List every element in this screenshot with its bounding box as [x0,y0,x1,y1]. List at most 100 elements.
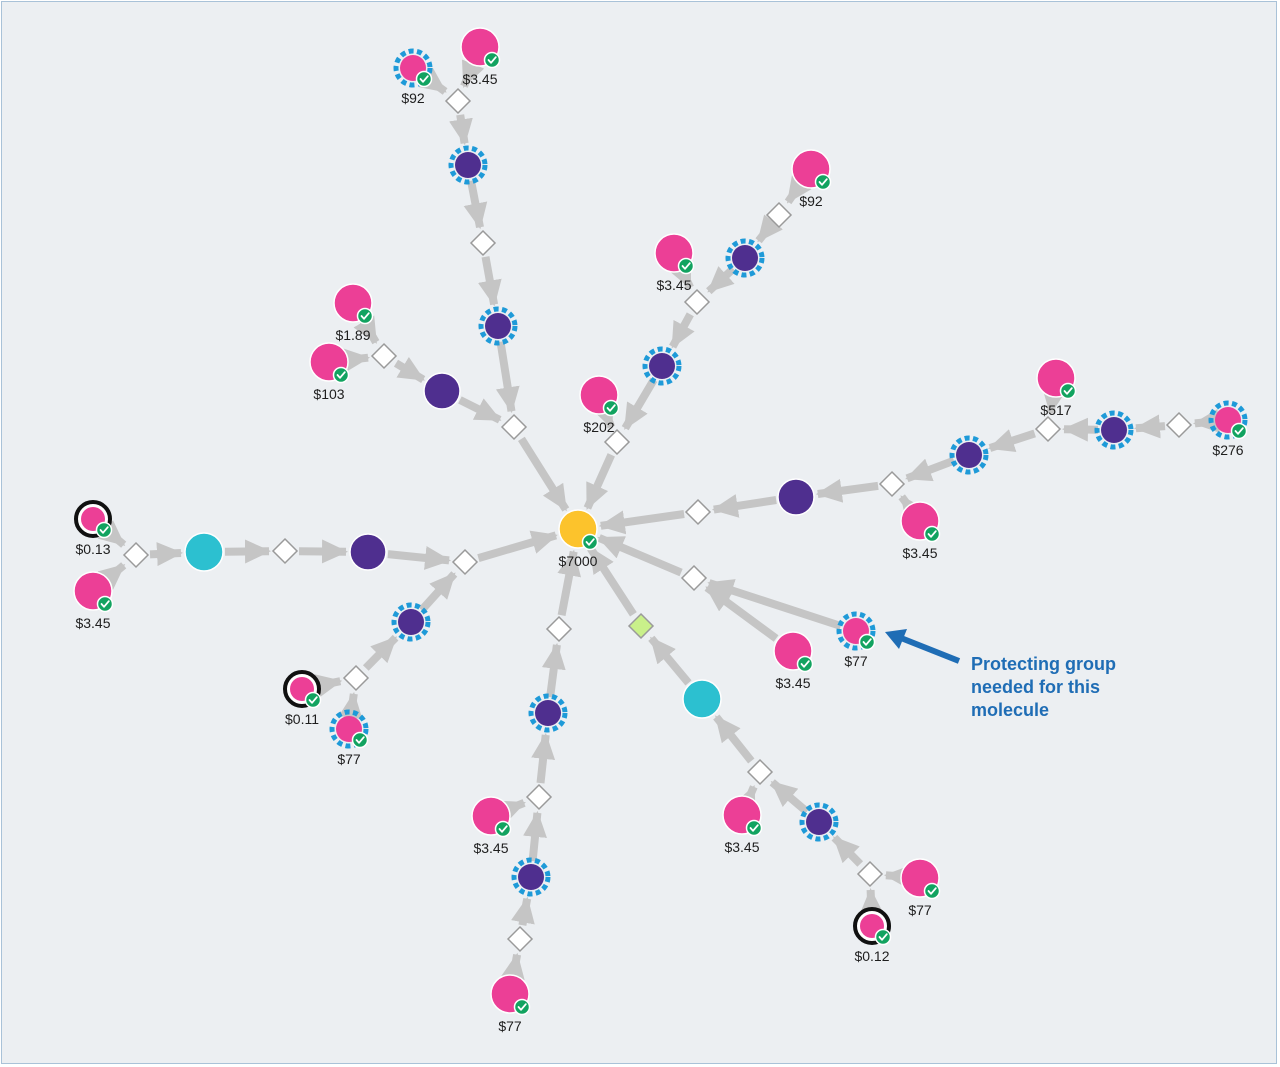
reaction-node[interactable] [684,498,712,526]
reaction-edge [859,888,884,915]
reaction-edge [353,315,380,345]
reaction-edge [501,952,525,981]
purchasable-molecule-node[interactable] [283,670,322,709]
purchasable-molecule-node[interactable] [490,974,531,1016]
reaction-node[interactable] [370,342,398,370]
reaction-node[interactable] [765,201,793,229]
reaction-node[interactable] [444,87,472,115]
reaction-node[interactable] [603,428,631,456]
intermediate-node[interactable] [391,602,431,642]
reaction-edge [898,494,926,524]
intermediate-node[interactable] [1094,410,1134,450]
protecting-group-ring [511,857,551,897]
check-circle-icon [874,928,892,946]
purchasable-molecule-node[interactable] [73,571,114,613]
price-label: $92 [799,193,823,209]
callout-line-3: molecule [971,700,1049,720]
intermediate-node[interactable] [949,435,989,475]
purchasable-molecule-node[interactable] [309,342,350,384]
check-circle-icon [494,820,512,838]
purchasable-molecule-node[interactable] [329,709,369,749]
purchasable-molecule-node[interactable] [791,149,832,191]
check-circle-icon [483,51,501,69]
purchasable-molecule-node[interactable] [74,500,113,539]
intermediate-node[interactable] [511,857,551,897]
purchasable-molecule-node[interactable] [1036,358,1077,400]
price-label: $92 [401,90,425,106]
purchasable-molecule-node[interactable] [471,796,512,838]
purchasable-molecule-node[interactable] [1208,400,1248,440]
reaction-edge [518,436,570,512]
intermediate-node[interactable] [777,478,815,516]
purchasable-molecule-node[interactable] [853,907,892,946]
protecting-group-ring [949,435,989,475]
reaction-node[interactable] [746,758,774,786]
price-label: $77 [498,1018,522,1034]
reaction-edge [541,642,566,698]
reaction-edge [1062,417,1099,442]
purchasable-molecule-node[interactable] [900,501,941,543]
purchasable-molecule-node[interactable] [393,48,433,88]
reaction-node[interactable] [342,664,370,692]
reaction-node[interactable] [122,541,150,569]
reaction-node[interactable] [500,413,528,441]
intermediate-node[interactable] [799,802,839,842]
intermediate-node[interactable] [642,346,682,386]
check-circle-icon [796,655,814,673]
price-label: $0.12 [854,948,889,964]
reaction-node[interactable] [683,288,711,316]
reaction-node[interactable] [878,470,906,498]
price-label: $517 [1040,402,1071,418]
reaction-edge [362,634,399,671]
price-label: $0.13 [75,541,110,557]
protecting-group-ring [478,306,518,346]
reaction-node[interactable] [451,548,479,576]
purchasable-molecule-node[interactable] [773,631,814,673]
callout-annotation: Protecting group needed for this molecul… [885,629,1116,720]
callout-line-1: Protecting group [971,654,1116,674]
price-label: $3.45 [724,839,759,855]
reaction-edge [711,494,777,518]
check-circle-icon [96,595,114,613]
reaction-edge [587,546,637,617]
key-intermediate-node[interactable] [682,679,722,719]
intermediate-node[interactable] [478,306,518,346]
price-label: $1.89 [335,327,370,343]
purchasable-molecule-node[interactable] [900,858,941,900]
protecting-group-ring [799,802,839,842]
reaction-node[interactable] [856,860,884,888]
purchasable-molecule-node[interactable] [579,375,620,417]
check-circle-icon [356,307,374,325]
intermediate-node[interactable] [528,693,568,733]
reaction-node[interactable] [506,925,534,953]
reaction-node[interactable] [1034,415,1062,443]
intermediate-node[interactable] [349,533,387,571]
reaction-edge [706,265,736,295]
check-circle-icon [304,691,322,709]
reaction-node[interactable] [545,615,573,643]
reaction-edge [418,571,458,613]
intermediate-node[interactable] [448,145,488,185]
reaction-edge [583,453,615,510]
purchasable-molecule-node[interactable] [460,27,501,69]
intermediate-node[interactable] [725,238,765,278]
reaction-edge [648,635,692,686]
reaction-node[interactable] [469,229,497,257]
intermediate-node[interactable] [423,372,461,410]
purchasable-molecule-node[interactable] [722,795,763,837]
key-intermediate-node[interactable] [184,532,224,572]
reaction-edge [495,341,520,414]
reaction-node[interactable] [525,783,553,811]
reaction-node[interactable] [1165,411,1193,439]
purchasable-molecule-node[interactable] [333,283,374,325]
purchasable-molecule-node[interactable] [836,611,876,651]
purchasable-molecule-node[interactable] [654,233,695,275]
reaction-node[interactable] [271,537,299,565]
reaction-node[interactable] [680,564,708,592]
protecting-group-ring [329,709,369,749]
check-circle-icon [415,70,433,88]
reaction-edge [298,539,348,564]
reaction-node-highlighted[interactable] [627,612,655,640]
target-molecule-node[interactable] [558,509,599,551]
reaction-edge [815,478,879,503]
